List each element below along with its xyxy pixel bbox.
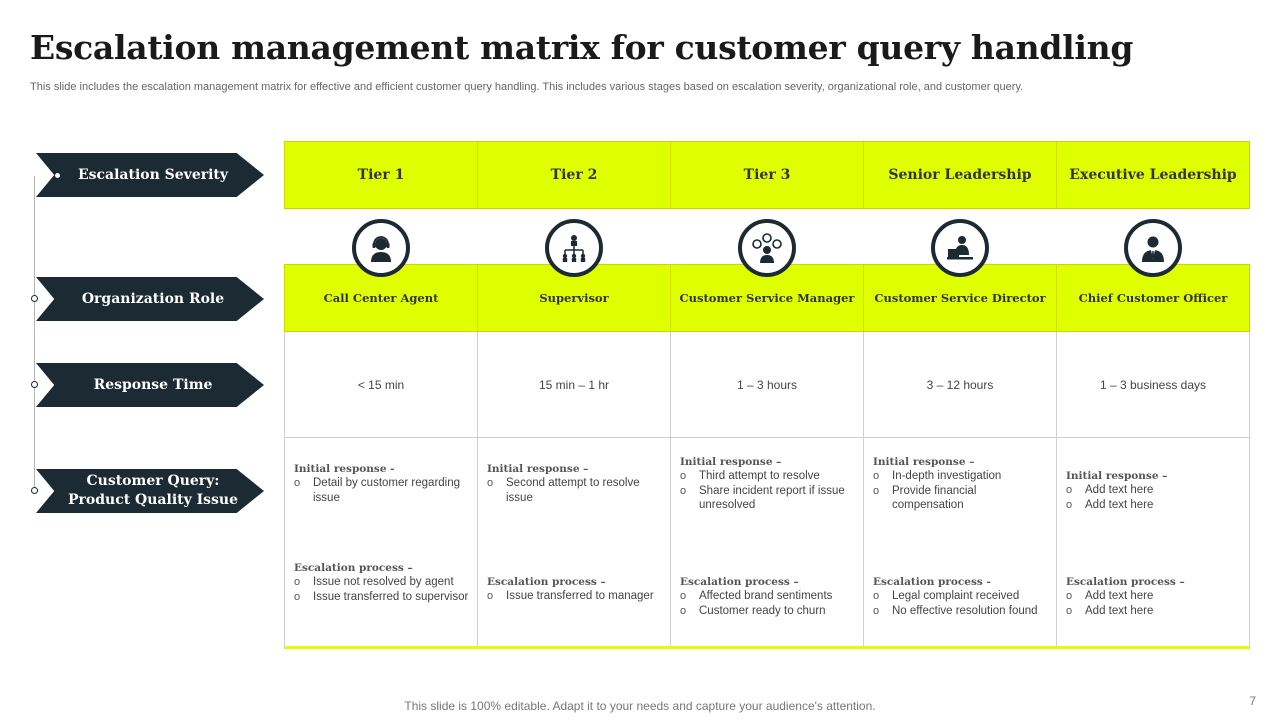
page-number: 7 [1249, 694, 1256, 708]
initial-response-heading: Initial response – [873, 456, 975, 468]
row-label-role: Organization Role [36, 277, 264, 321]
escalation-process-heading: Escalation process – [680, 576, 799, 588]
tier-header: Tier 2 [478, 142, 671, 208]
row-label-response-time: Response Time [36, 363, 264, 407]
role-cell: Customer Service Manager [671, 265, 864, 331]
list-item: Customer ready to churn [680, 604, 857, 619]
tier-header: Executive Leadership [1069, 167, 1237, 183]
initial-response-heading: Initial response – [1066, 470, 1168, 482]
query-cell: Initial response – In-depth investigatio… [864, 438, 1057, 646]
query-cell: Initial response – Second attempt to res… [478, 438, 671, 646]
executive-icon [1124, 219, 1183, 277]
connector-dot [31, 381, 38, 388]
list-item: Second attempt to resolve issue [487, 476, 664, 505]
response-time-cell: 1 – 3 business days [1099, 377, 1207, 392]
row-label-severity: Escalation Severity [36, 153, 264, 197]
footer-note: This slide is 100% editable. Adapt it to… [404, 699, 876, 713]
customer-query-row: Initial response - Detail by customer re… [284, 438, 1250, 649]
connector-dot [54, 172, 61, 179]
list-item: Detail by customer regarding issue [294, 476, 471, 505]
service-team-icon [738, 219, 796, 277]
list-item: In-depth investigation [873, 469, 1050, 484]
list-item: Third attempt to resolve [680, 469, 857, 484]
desk-director-icon [931, 219, 990, 277]
list-item: Affected brand sentiments [680, 589, 857, 604]
query-cell: Initial response – Third attempt to reso… [671, 438, 864, 646]
list-item: Issue transferred to supervisor [294, 590, 471, 605]
initial-response-heading: Initial response – [680, 456, 782, 468]
response-time-cell: 3 – 12 hours [864, 332, 1057, 437]
hierarchy-icon [544, 219, 603, 277]
list-item: Provide financial compensation [873, 484, 1050, 513]
response-time-cell: 1 – 3 hours [671, 332, 864, 437]
tier-header: Senior Leadership [864, 142, 1057, 208]
escalation-process-heading: Escalation process – [294, 562, 413, 574]
tier-header: Tier 3 [671, 142, 864, 208]
role-cell: Customer Service Director [864, 265, 1057, 331]
list-item: No effective resolution found [873, 604, 1050, 619]
role-cell: Supervisor [478, 265, 671, 331]
role-cell: Chief Customer Officer [1078, 291, 1228, 305]
response-time-cell: < 15 min [285, 332, 478, 437]
list-item: Add text here [1066, 604, 1243, 619]
connector-dot [31, 487, 38, 494]
escalation-process-heading: Escalation process – [1066, 576, 1185, 588]
list-item: Add text here [1066, 498, 1243, 513]
headset-agent-icon [351, 219, 410, 277]
initial-response-heading: Initial response - [294, 463, 395, 475]
query-cell: Initial response - Detail by customer re… [285, 438, 478, 646]
initial-response-heading: Initial response – [487, 463, 589, 475]
escalation-process-heading: Escalation process – [487, 576, 606, 588]
list-item: Add text here [1066, 589, 1243, 604]
connector-line [34, 176, 35, 490]
list-item: Add text here [1066, 483, 1243, 498]
response-time-cell: 15 min – 1 hr [478, 332, 671, 437]
page-subtitle: This slide includes the escalation manag… [30, 81, 1024, 93]
list-item: Issue not resolved by agent [294, 575, 471, 590]
list-item: Issue transferred to manager [487, 589, 664, 604]
escalation-process-heading: Escalation process - [873, 576, 991, 588]
connector-dot [31, 295, 38, 302]
role-icons [284, 219, 1250, 277]
role-cell: Call Center Agent [285, 265, 478, 331]
page-title: Escalation management matrix for custome… [30, 28, 1134, 67]
list-item: Legal complaint received [873, 589, 1050, 604]
response-time-row: < 15 min 15 min – 1 hr 1 – 3 hours 3 – 1… [284, 332, 1250, 438]
row-label-customer-query: Customer Query:Product Quality Issue [36, 469, 264, 513]
tier-header-row: Tier 1 Tier 2 Tier 3 Senior Leadership E… [284, 141, 1250, 209]
list-item: Share incident report if issue unresolve… [680, 484, 857, 513]
tier-header: Tier 1 [285, 142, 478, 208]
query-cell: Initial response – Add text here Add tex… [1057, 438, 1249, 646]
